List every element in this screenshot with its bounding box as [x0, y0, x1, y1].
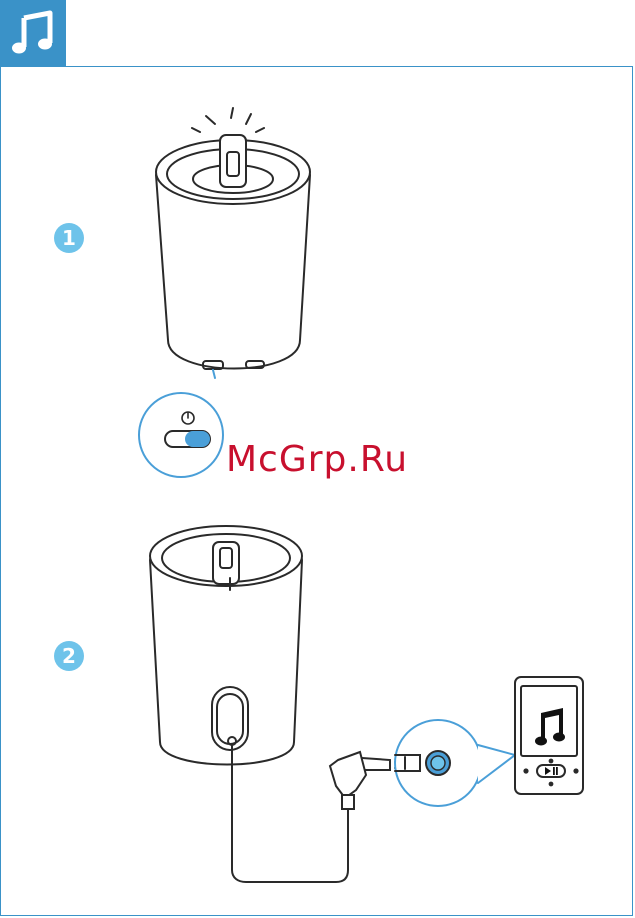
step-2-badge: 2 [54, 641, 84, 671]
power-switch-callout [139, 370, 223, 477]
music-player-device-illustration [515, 677, 583, 794]
watermark-text: McGrp.Ru [226, 439, 408, 480]
speaker-top-view-illustration [156, 108, 310, 369]
speaker-rear-view-illustration [150, 526, 302, 765]
step-1-badge: 1 [54, 223, 84, 253]
audio-jack-callout [395, 720, 515, 806]
